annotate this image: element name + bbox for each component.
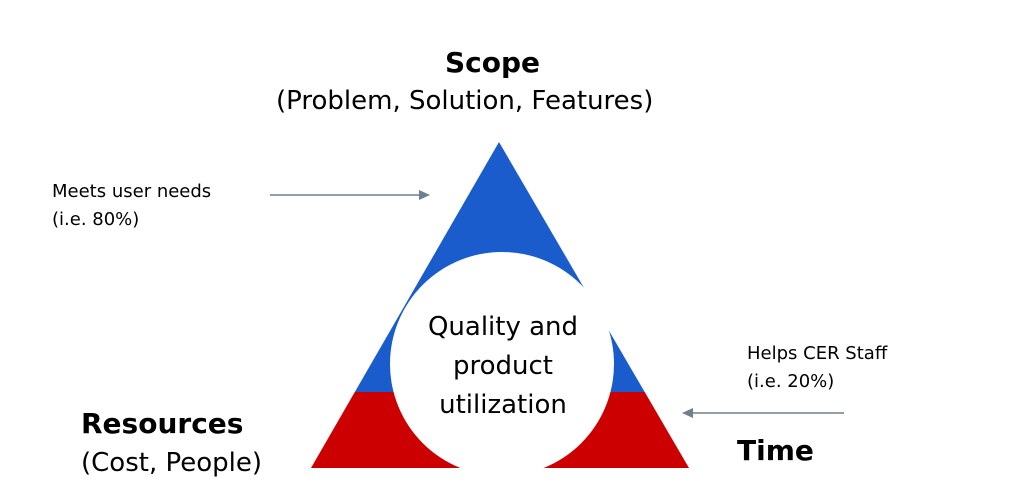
resources-title: Resources — [81, 407, 244, 440]
staff-line-2: (i.e. 20%) — [747, 371, 835, 392]
center-circle — [390, 252, 614, 476]
center-line-3: utilization — [439, 390, 567, 420]
center-line-2: product — [452, 351, 553, 381]
time-title: Time — [737, 434, 814, 467]
user-needs-arrow — [270, 190, 430, 200]
user-needs-line-1: Meets user needs — [52, 181, 212, 202]
center-line-1: Quality and — [427, 312, 579, 342]
center-label: Quality and product utilization — [395, 308, 611, 425]
resources-subtitle: (Cost, People) — [81, 448, 262, 478]
user-needs-note: Meets user needs (i.e. 80%) — [52, 178, 211, 234]
staff-note: Helps CER Staff (i.e. 20%) — [747, 340, 887, 396]
staff-arrow — [682, 408, 844, 418]
staff-line-1: Helps CER Staff — [747, 343, 888, 364]
scope-title: Scope — [445, 46, 541, 79]
user-needs-line-2: (i.e. 80%) — [52, 209, 140, 230]
scope-subtitle: (Problem, Solution, Features) — [276, 86, 654, 116]
